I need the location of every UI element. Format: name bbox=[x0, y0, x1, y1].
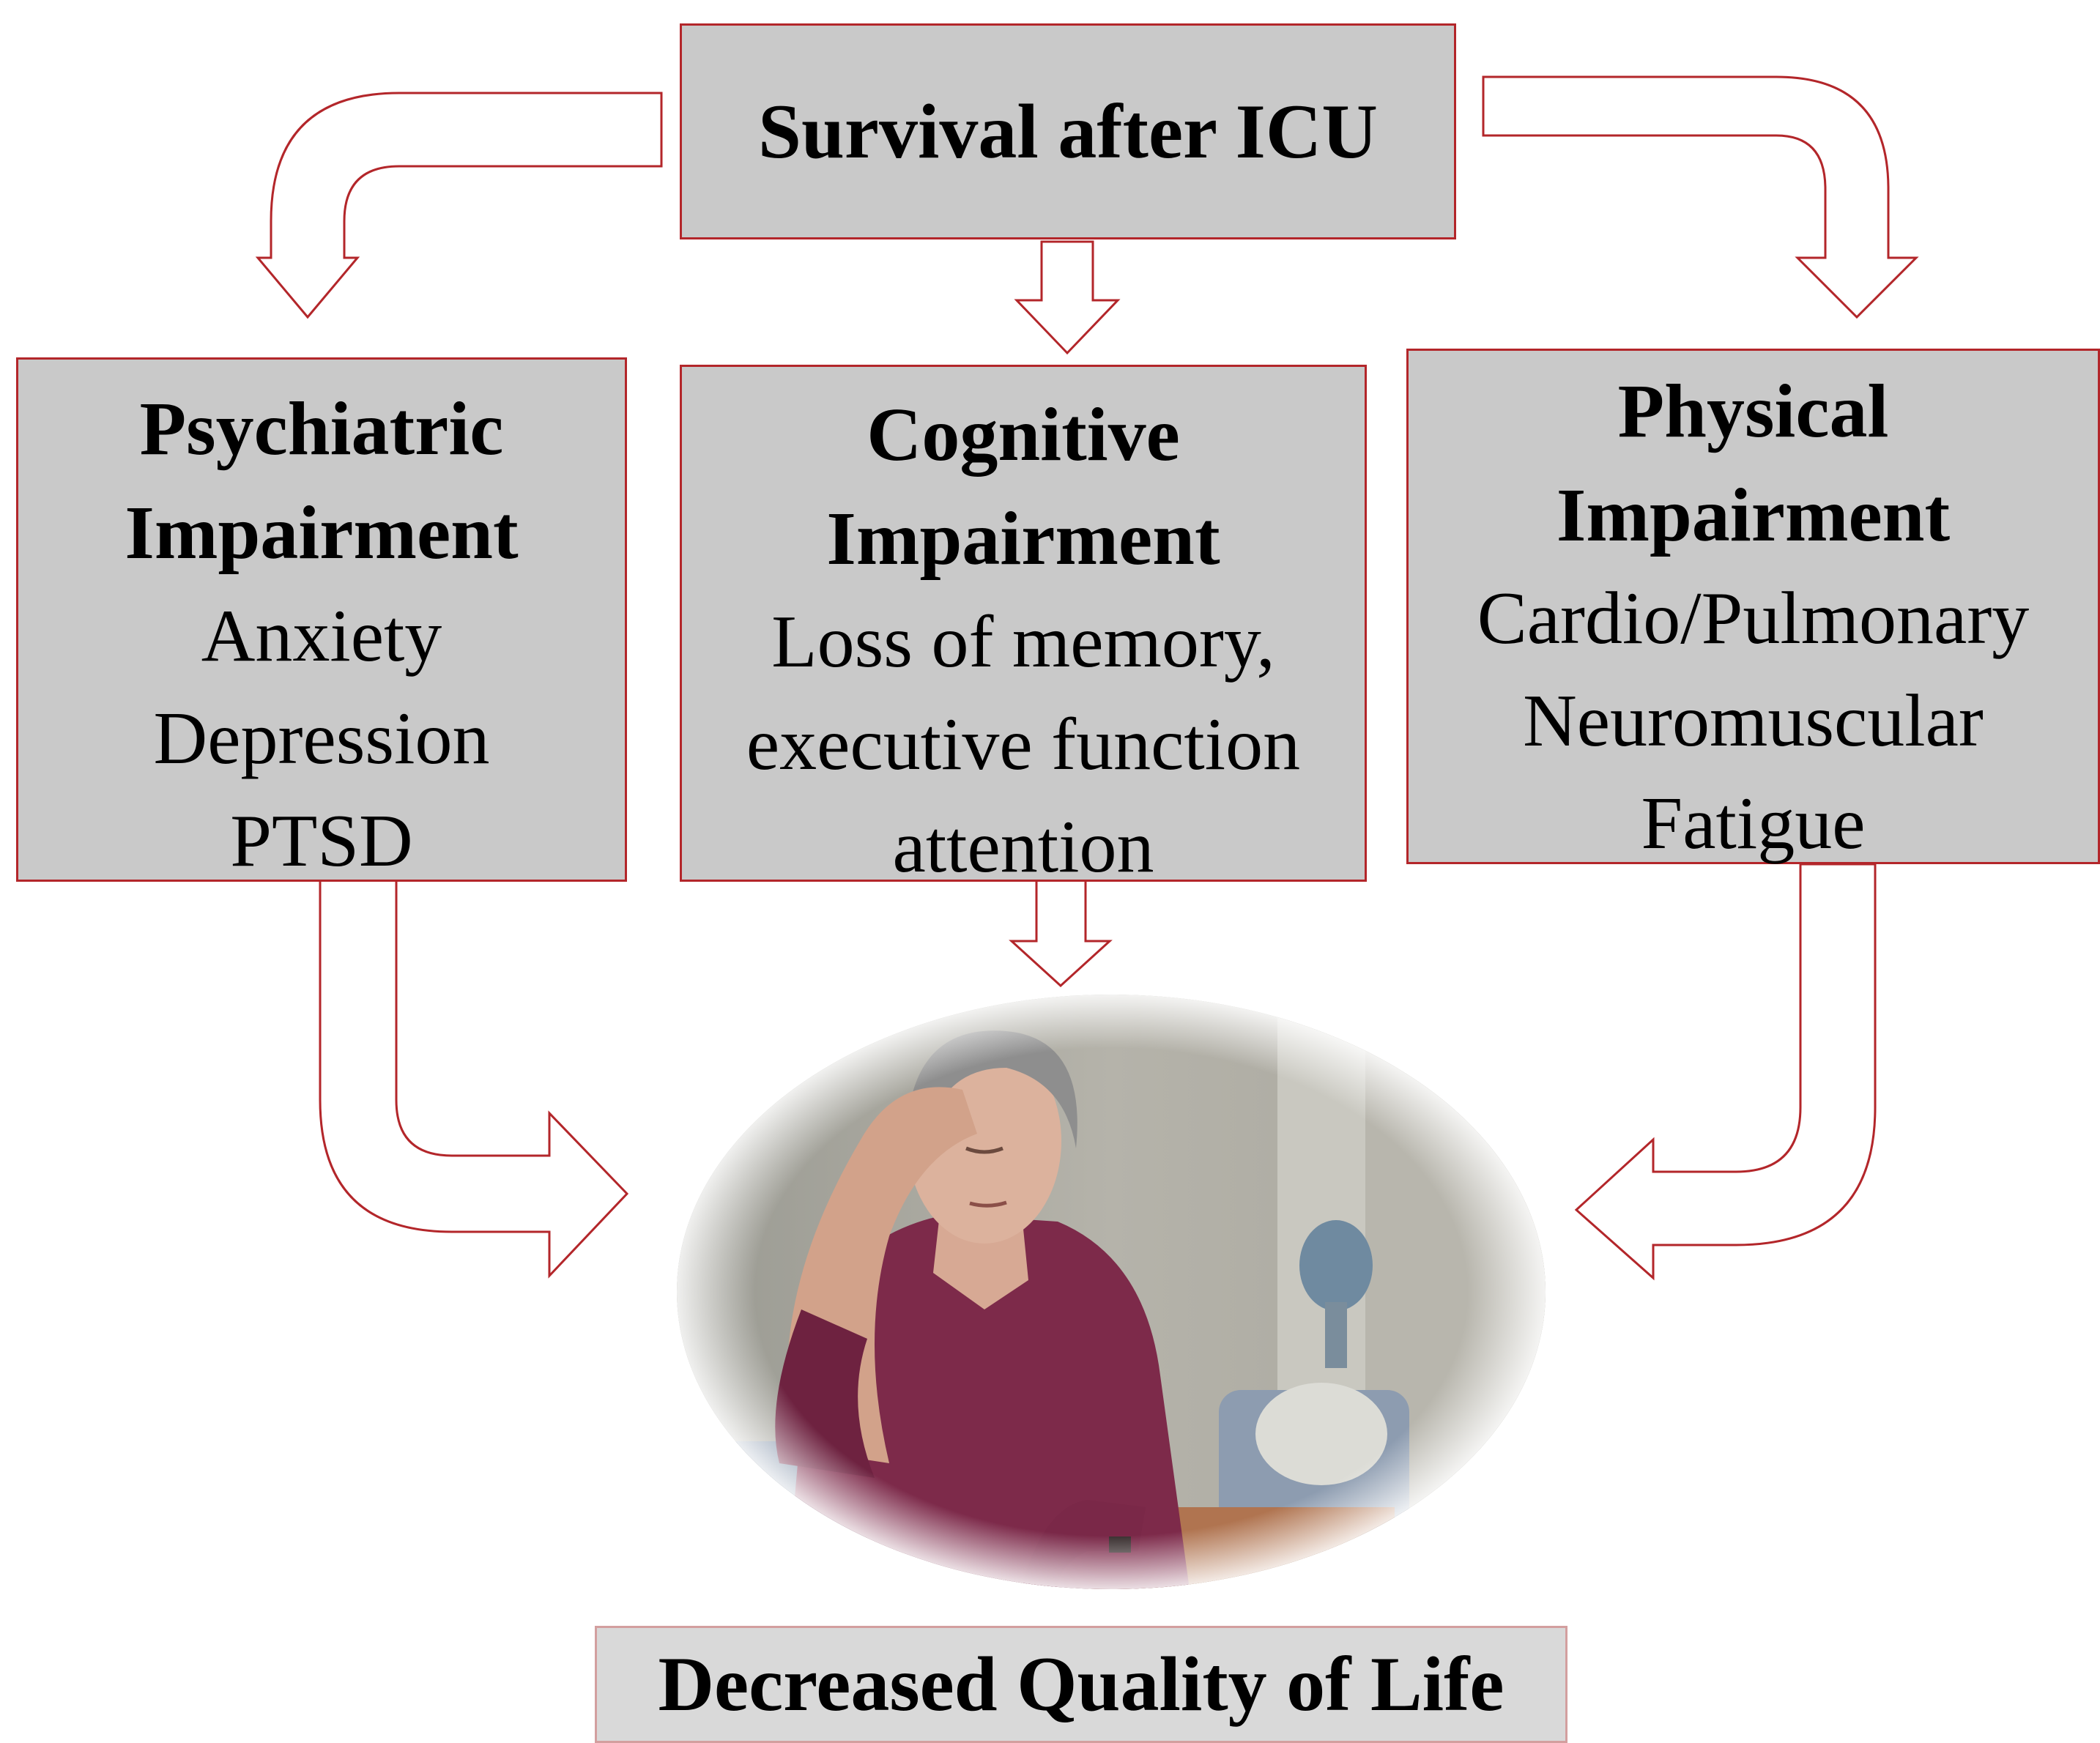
cognitive-title-line2: Impairment bbox=[826, 497, 1220, 581]
psychiatric-item: PTSD bbox=[230, 800, 413, 882]
arrow-survival-to-cognitive bbox=[1014, 240, 1121, 355]
psychiatric-item: Anxiety bbox=[201, 595, 442, 677]
cognitive-item: executive function bbox=[746, 703, 1301, 786]
psychiatric-item: Depression bbox=[153, 697, 490, 780]
psychiatric-impairment-box: Psychiatric Impairment Anxiety Depressio… bbox=[16, 357, 627, 882]
physical-item: Fatigue bbox=[1641, 782, 1866, 865]
arrow-survival-to-psychiatric bbox=[255, 92, 663, 319]
cognitive-title-line1: Cognitive bbox=[867, 393, 1180, 477]
decreased-quality-of-life-box: Decreased Quality of Life bbox=[595, 1626, 1567, 1743]
arrow-survival-to-physical bbox=[1482, 75, 1919, 319]
survival-box: Survival after ICU bbox=[680, 23, 1456, 239]
psychiatric-title-line1: Psychiatric bbox=[139, 387, 504, 471]
psychiatric-title-line2: Impairment bbox=[125, 491, 519, 575]
arrow-physical-to-outcome bbox=[1574, 863, 1877, 1281]
physical-item: Neuromuscular bbox=[1523, 680, 1984, 762]
physical-item: Cardio/Pulmonary bbox=[1477, 577, 2030, 660]
arrow-cognitive-to-outcome bbox=[1009, 876, 1113, 988]
physical-title-line1: Physical bbox=[1617, 369, 1889, 453]
cognitive-item: Loss of memory, bbox=[771, 601, 1275, 683]
cognitive-item: attention bbox=[892, 806, 1154, 888]
arrow-psychiatric-to-outcome bbox=[319, 858, 629, 1279]
outcome-title: Decreased Quality of Life bbox=[658, 1641, 1504, 1727]
survival-title: Survival after ICU bbox=[758, 88, 1378, 174]
physical-impairment-box: Physical Impairment Cardio/Pulmonary Neu… bbox=[1406, 349, 2100, 865]
cognitive-impairment-box: Cognitive Impairment Loss of memory, exe… bbox=[680, 365, 1367, 888]
physical-title-line2: Impairment bbox=[1556, 473, 1951, 557]
distressed-woman-photo bbox=[677, 995, 1546, 1589]
